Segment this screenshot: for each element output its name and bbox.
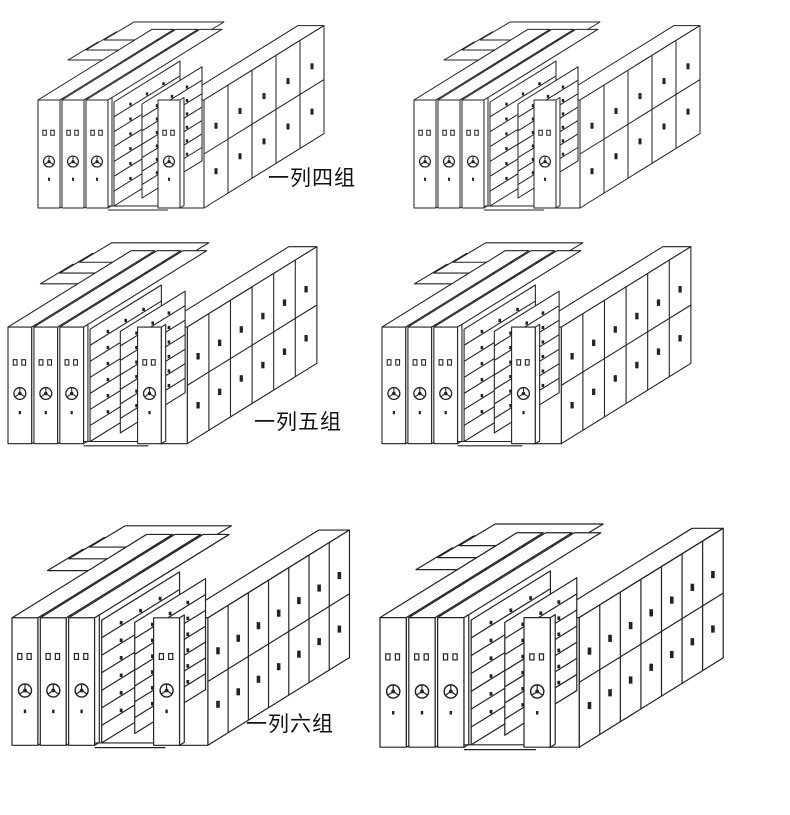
four-group-open-view — [37, 21, 325, 211]
five-group-open-view — [7, 242, 318, 447]
carriage-end-panel — [408, 613, 441, 748]
carriage-end-panel — [68, 614, 100, 746]
carriage-end-panel — [381, 323, 411, 445]
carriage-end-panel — [137, 323, 167, 445]
six-group-closed-view — [379, 523, 724, 751]
carriage-end-panel — [61, 97, 89, 209]
carriage-end-panel — [157, 97, 185, 209]
carriage-end-panel — [11, 614, 44, 746]
carriage-end-panel — [39, 614, 72, 746]
five-group-closed-view — [381, 242, 692, 447]
carriage-end-panel — [437, 613, 470, 748]
carriage-end-panel — [533, 97, 561, 209]
carriage-end-panel — [379, 613, 412, 748]
four-group-closed-view — [413, 21, 701, 211]
caption-one-row-five-groups: 一列五组 — [254, 410, 342, 434]
six-group-open-view — [11, 525, 351, 749]
carriage-end-panel — [461, 97, 489, 209]
carriage-end-panel — [511, 323, 541, 445]
carriage-end-panel — [59, 323, 89, 445]
caption-one-row-six-groups: 一列六组 — [246, 712, 334, 736]
carriage-end-panel — [153, 614, 185, 746]
carriage-end-panel — [407, 323, 437, 445]
carriage-end-panel — [523, 613, 556, 748]
carriage-end-panel — [33, 323, 63, 445]
caption-one-row-four-groups: 一列四组 — [268, 166, 356, 190]
carriage-end-panel — [7, 323, 37, 445]
carriage-end-panel — [433, 323, 463, 445]
carriage-end-panel — [37, 97, 65, 209]
carriage-end-panel — [85, 97, 113, 209]
carriage-end-panel — [437, 97, 465, 209]
carriage-end-panel — [413, 97, 441, 209]
